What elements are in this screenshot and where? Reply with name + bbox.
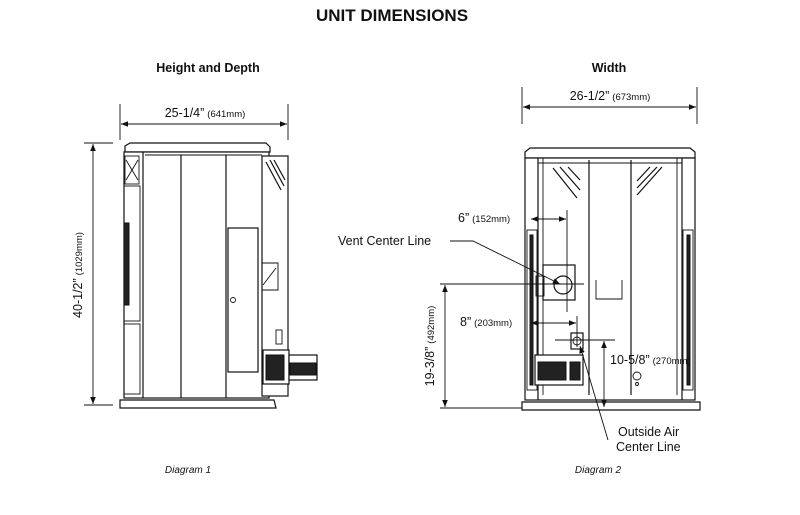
- diagram-2-caption: Diagram 2: [575, 465, 622, 476]
- vent-height-label: 19-3/8”(492mm): [423, 306, 437, 387]
- air-offset-label: 8”(203mm): [460, 315, 512, 329]
- vent-offset-label: 6”(152mm): [458, 211, 510, 225]
- diagram-2-rear-view: Width 26-1/2”(673mm): [338, 61, 701, 476]
- stove-base: [521, 401, 701, 411]
- stove-rear-drawing: [521, 147, 701, 411]
- air-height-label: 10-5/8”(270mm): [610, 353, 691, 367]
- side-door: [227, 227, 259, 373]
- vent-outlet: [553, 275, 573, 295]
- diagram-1-caption: Diagram 1: [165, 465, 211, 476]
- stove-side-drawing: [119, 142, 318, 409]
- vent-center-line-label: Vent Center Line: [338, 234, 431, 248]
- page-title: UNIT DIMENSIONS: [316, 6, 468, 25]
- outside-air-leader: [579, 345, 609, 441]
- outside-air-label-line1: Outside Air: [618, 425, 679, 439]
- vent-flange: [542, 264, 576, 301]
- diagram-1-heading: Height and Depth: [156, 61, 259, 75]
- outside-air-label-line2: Center Line: [616, 440, 681, 454]
- vent-center-leader: [450, 240, 561, 285]
- width-label: 26-1/2”(673mm): [570, 89, 651, 103]
- stove-base: [119, 399, 277, 409]
- height-label: 40-1/2”(1029mm): [71, 232, 85, 318]
- diagram-1-side-view: Height and Depth 25-1/4”(641mm) 40-1/2”(…: [71, 61, 318, 476]
- diagram-2-heading: Width: [592, 61, 627, 75]
- depth-label: 25-1/4”(641mm): [165, 106, 246, 120]
